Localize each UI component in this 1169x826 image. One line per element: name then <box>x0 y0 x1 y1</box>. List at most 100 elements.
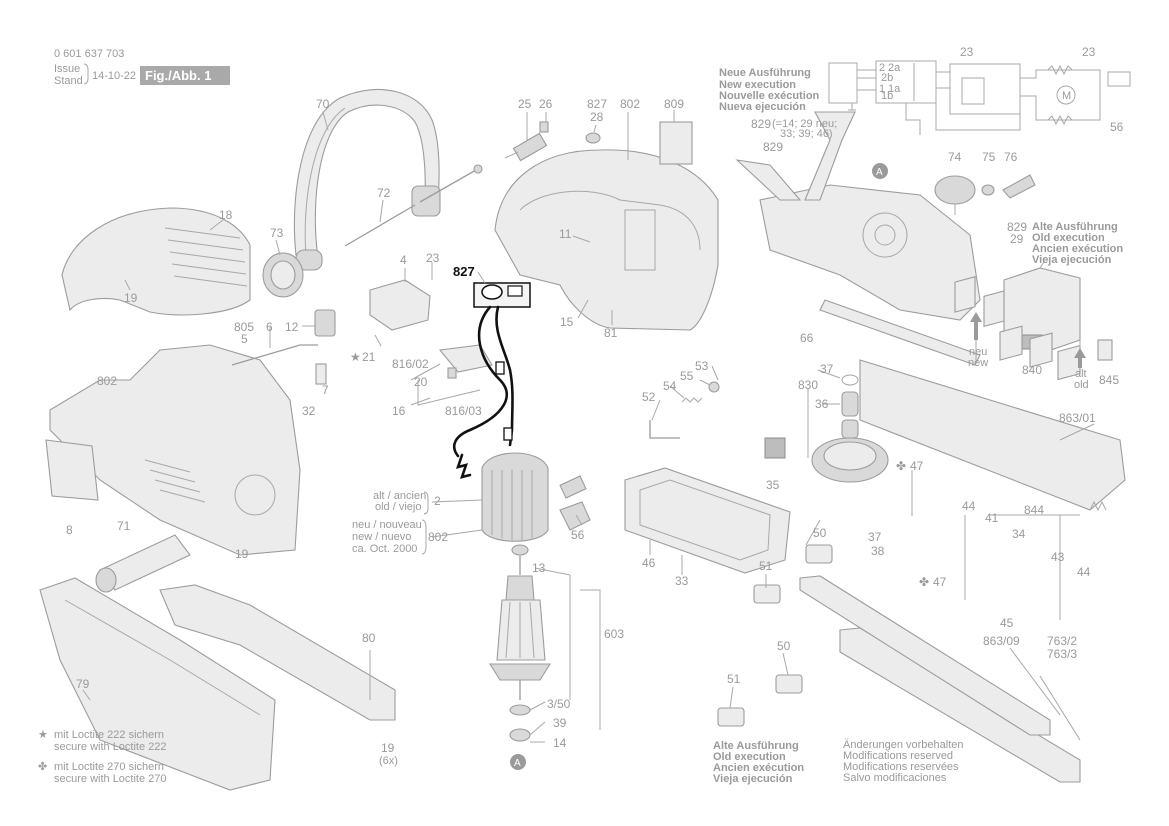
callout-25: 25 <box>518 97 532 111</box>
part-number: 0 601 637 703 <box>54 48 124 60</box>
part-829-gear-housing <box>735 111 981 321</box>
marker-A-top: A <box>872 163 888 179</box>
callout-44: 44 <box>962 499 976 513</box>
callout-802-stator: 802 <box>428 530 448 544</box>
svg-text:mit Loctite 270 sichern: mit Loctite 270 sichern <box>54 761 164 773</box>
part-79-shell <box>39 577 276 791</box>
part-50-51-lower <box>717 674 803 727</box>
callout-809: 809 <box>664 97 684 111</box>
svg-text:M: M <box>1062 90 1071 102</box>
callout-23-right: 23 <box>1082 45 1096 59</box>
callout-15: 15 <box>560 315 574 329</box>
callout-39: 39 <box>553 716 567 730</box>
callout-829: 829 <box>763 140 783 154</box>
callout-23-left: 23 <box>960 45 974 59</box>
callout-29: 29 <box>1010 232 1024 246</box>
svg-text:Old execution: Old execution <box>713 751 786 763</box>
svg-text:Modifications reserved: Modifications reserved <box>843 750 953 762</box>
part-25-26-brush <box>504 121 549 162</box>
svg-text:Vieja ejecución: Vieja ejecución <box>713 773 793 785</box>
part-55 <box>708 381 720 393</box>
part-603-armature <box>489 544 551 742</box>
svg-text:A: A <box>514 758 521 769</box>
modifications-note: Änderungen vorbehalten Modifications res… <box>843 739 963 784</box>
callout-73: 73 <box>270 226 284 240</box>
callout-44b: 44 <box>1077 565 1091 579</box>
stator-variant-labels: alt / ancien old / viejo neu / nouveau n… <box>352 490 429 555</box>
callout-13: 13 <box>532 561 546 575</box>
callout-802: 802 <box>620 97 640 111</box>
part-7-clamp <box>315 363 327 385</box>
callout-43: 43 <box>1051 550 1065 564</box>
part-56-holder <box>559 501 591 531</box>
callout-816-02: 816/02 <box>392 357 429 371</box>
callout-8: 8 <box>66 523 73 537</box>
svg-text:neu / nouveau: neu / nouveau <box>352 519 422 531</box>
part-802-housing-upper <box>494 121 719 331</box>
part-18-motor-cover <box>61 207 251 316</box>
svg-text:2a: 2a <box>888 62 901 74</box>
callout-845: 845 <box>1099 373 1119 387</box>
callout-50-lower: 50 <box>777 639 791 653</box>
svg-text:★: ★ <box>38 729 48 741</box>
loctite-270-mark-47: ✤ <box>896 459 906 473</box>
callout-603: 603 <box>604 627 624 641</box>
loctite-222-mark-21: ★ <box>350 350 361 364</box>
callout-863-09: 863/09 <box>983 634 1020 648</box>
part-35 <box>764 437 786 459</box>
part-863-09-guide-rail <box>799 575 1081 783</box>
callout-827: 827 <box>587 97 607 111</box>
callout-51-lower: 51 <box>727 672 741 686</box>
new-execution-note: Neue Ausführung New execution Nouvelle e… <box>719 67 837 140</box>
callout-56: 56 <box>571 528 585 542</box>
callout-20: 20 <box>414 375 428 389</box>
callout-14: 14 <box>553 736 567 750</box>
callout-46: 46 <box>642 556 656 570</box>
callout-19: 19 <box>124 291 138 305</box>
callout-66: 66 <box>800 331 814 345</box>
callout-53: 53 <box>695 359 709 373</box>
callout-52: 52 <box>642 390 656 404</box>
callout-47b: 47 <box>933 575 947 589</box>
callout-2: 2 <box>434 494 441 508</box>
svg-text:(=14; 29 neu;: (=14; 29 neu; <box>772 118 837 130</box>
svg-text:ca. Oct. 2000: ca. Oct. 2000 <box>352 543 417 555</box>
callout-41: 41 <box>985 511 999 525</box>
svg-text:Old execution: Old execution <box>1032 232 1105 244</box>
svg-text:new / nuevo: new / nuevo <box>352 531 411 543</box>
callout-numbers: 70 18 19 73 72 25 26 827 28 802 809 23 2… <box>66 45 1124 767</box>
part-844-inserts <box>954 276 1081 381</box>
part-72-screw <box>344 164 483 247</box>
old-execution-note-right: Alte Ausführung Old execution Ancien exé… <box>1032 221 1123 266</box>
callout-3-50: 3/50 <box>547 697 571 711</box>
svg-text:secure with Loctite 270: secure with Loctite 270 <box>54 773 167 785</box>
callout-12: 12 <box>285 320 299 334</box>
svg-text:Alte Ausführung: Alte Ausführung <box>1032 221 1118 233</box>
svg-text:Nouvelle exécution: Nouvelle exécution <box>719 90 820 102</box>
callout-34: 34 <box>1012 527 1026 541</box>
callout-37: 37 <box>820 362 834 376</box>
callout-45: 45 <box>1000 616 1014 630</box>
callout-830: 830 <box>798 378 818 392</box>
callout-81: 81 <box>604 326 618 340</box>
part-827-electronic-module <box>473 282 531 308</box>
svg-text:mit Loctite 222 sichern: mit Loctite 222 sichern <box>54 729 164 741</box>
part-816-terminal <box>438 344 493 379</box>
callout-802-lower: 802 <box>97 374 117 388</box>
callout-37b: 37 <box>868 530 882 544</box>
callout-26: 26 <box>539 97 553 111</box>
part-830-gear <box>811 374 889 483</box>
svg-text:old / viejo: old / viejo <box>375 501 421 513</box>
callout-38: 38 <box>871 544 885 558</box>
callout-72: 72 <box>377 186 391 200</box>
callout-863-01: 863/01 <box>1059 411 1096 425</box>
part-6-cable <box>231 344 318 366</box>
variant-neu-new: neu new <box>968 312 988 369</box>
callout-18: 18 <box>219 208 233 222</box>
callout-47: 47 <box>910 459 924 473</box>
part-76 <box>1002 174 1036 199</box>
part-brush <box>559 475 587 499</box>
callout-844: 844 <box>1024 503 1044 517</box>
callout-76: 76 <box>1004 150 1018 164</box>
callout-75: 75 <box>982 150 996 164</box>
